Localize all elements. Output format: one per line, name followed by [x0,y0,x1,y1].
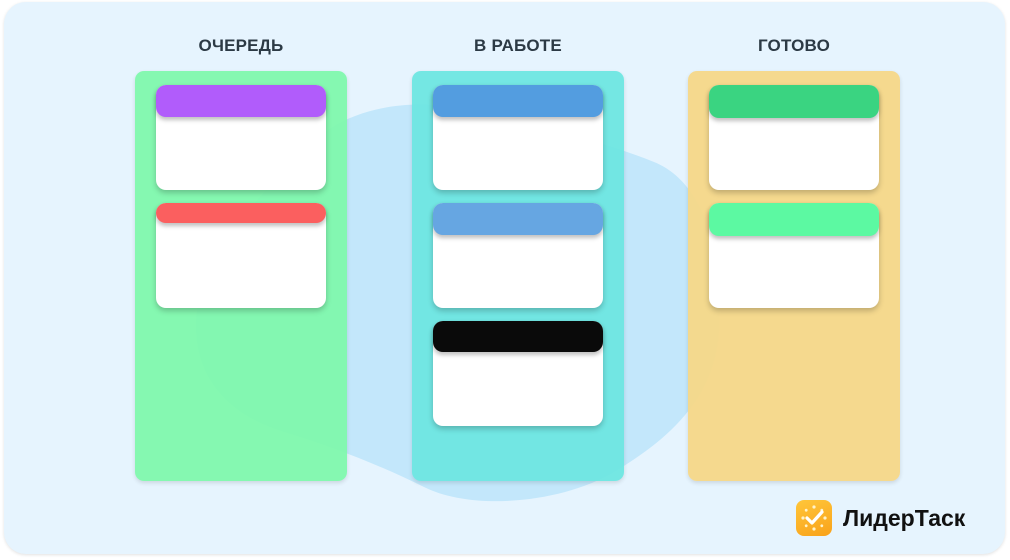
task-card[interactable] [156,203,326,308]
kanban-board: ОЧЕРЕДЬ В РАБОТЕ ГОТОВО [4,2,1005,554]
card-header [156,203,326,223]
task-card[interactable] [709,203,879,308]
column-done [688,71,900,481]
task-card[interactable] [433,321,603,426]
column-title-done: ГОТОВО [757,36,831,55]
card-header [156,85,326,117]
column-title-in-progress: В РАБОТЕ [474,36,562,55]
card-header [433,321,603,352]
card-header [709,203,879,236]
card-header [433,203,603,235]
card-header [433,85,603,117]
column-queue [135,71,347,481]
task-card[interactable] [433,85,603,190]
column-in-progress [412,71,624,481]
task-card[interactable] [709,85,879,190]
checkmark-clock-icon [796,500,832,536]
task-card[interactable] [433,203,603,308]
column-title-queue: ОЧЕРЕДЬ [198,36,284,55]
brand-logo: ЛидерТаск [796,500,965,536]
brand-name: ЛидерТаск [843,504,966,531]
task-card[interactable] [156,85,326,190]
card-header [709,85,879,118]
